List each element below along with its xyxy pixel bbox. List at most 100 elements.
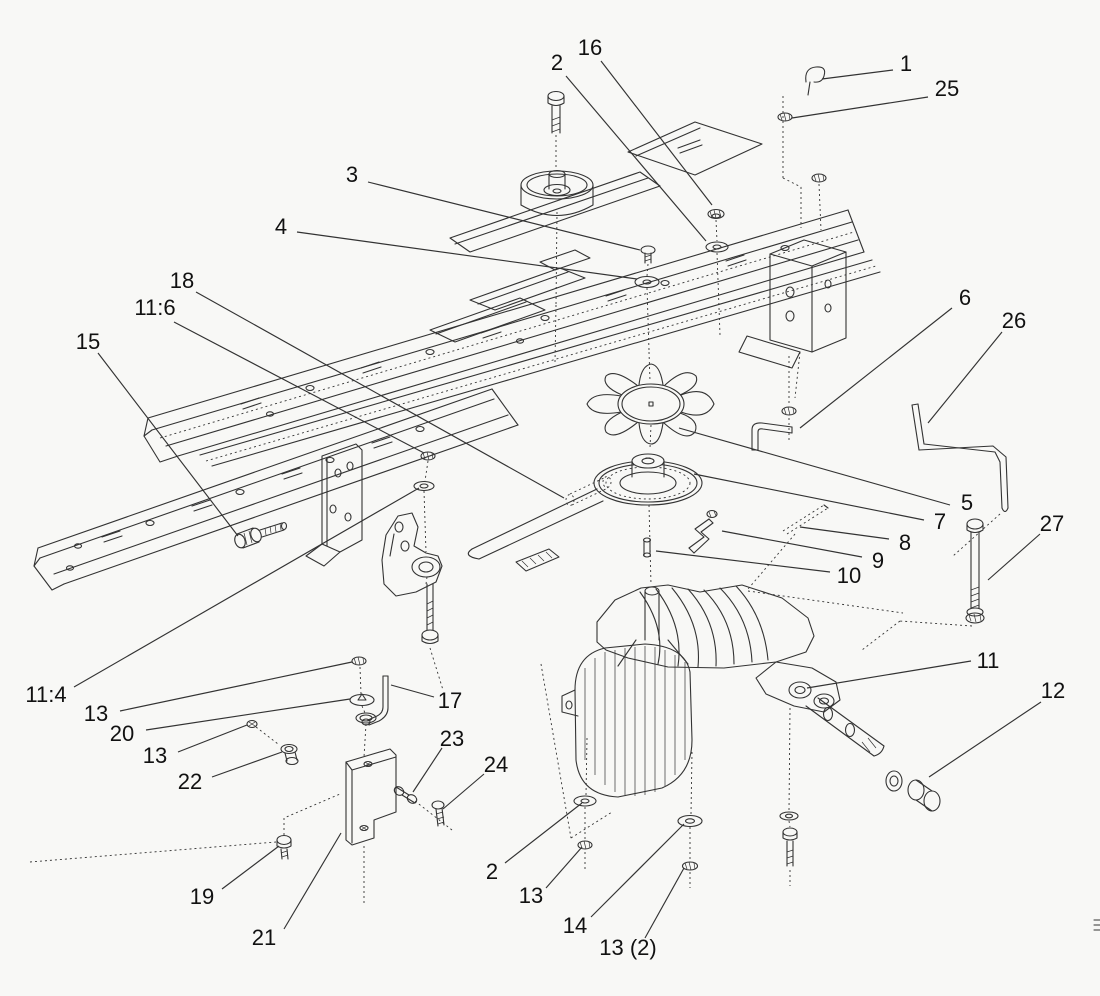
frame-rail-rear-slots	[65, 425, 425, 571]
callout-label-13-20: 13	[519, 883, 543, 908]
drive-belt	[467, 488, 604, 560]
callout-label-3-4: 3	[346, 162, 358, 187]
frame-rail-rear	[33, 388, 519, 591]
callout-leader-2-2	[565, 75, 707, 242]
idler-mount-bolt	[547, 90, 565, 168]
brake-rod-26	[911, 403, 1009, 557]
callout-leader-13-10	[119, 661, 353, 712]
callout-label-24-18: 24	[484, 752, 508, 777]
square-key-8	[747, 504, 904, 614]
callout-label-6-31: 6	[959, 285, 971, 310]
callout-label-21-15: 21	[252, 925, 276, 950]
callout-leader-24-18	[442, 773, 485, 810]
callout-leader-22-13	[211, 751, 283, 778]
callout-label-11:6-7: 11:6	[134, 295, 175, 320]
washer-2-bottom	[573, 795, 597, 807]
callout-label-9-26: 9	[872, 548, 884, 573]
callout-label-11-29: 11	[977, 648, 1000, 673]
transaxle	[561, 584, 885, 798]
flange-nut-16	[707, 208, 725, 220]
callout-leader-19-14	[221, 845, 280, 890]
axle-washer-12	[885, 770, 903, 792]
roll-pin-10	[642, 537, 652, 558]
frame-assembly	[33, 121, 881, 591]
keps-nut-13-bottom-left	[577, 840, 593, 850]
callout-label-132-22: 13 (2)	[599, 935, 656, 960]
pivot-bolt-11-5	[421, 576, 444, 691]
callout-leader-9-26	[721, 530, 863, 558]
callout-leader-3-4	[367, 181, 641, 251]
washer-2-top	[705, 219, 729, 336]
callout-leader-11-29	[806, 660, 972, 689]
callout-label-17-16: 17	[438, 688, 462, 713]
callout-label-23-17: 23	[440, 726, 464, 751]
callout-layer: 125216341811:61511:413201322192117232421…	[25, 35, 1065, 960]
push-nut-25	[777, 112, 793, 122]
keps-nut-13-bottom-mid	[681, 861, 699, 871]
cooling-fan	[586, 351, 715, 449]
keps-nut-hook	[781, 356, 797, 440]
callout-leader-10-27	[655, 550, 831, 573]
washer-4	[634, 263, 660, 351]
callout-label-1-0: 1	[900, 51, 912, 76]
input-shaft-18	[565, 476, 612, 506]
callout-leader-14-21	[590, 823, 685, 918]
callout-leader-21-15	[283, 832, 342, 930]
callout-leader-13-20	[545, 846, 583, 889]
callout-label-2-19: 2	[486, 859, 498, 884]
callout-label-10-27: 10	[837, 563, 861, 588]
callout-label-11:4-9: 11:4	[25, 682, 66, 707]
belt-guide-hook-6	[751, 422, 793, 451]
keps-nut-top-right	[811, 173, 827, 231]
shaft-key-bar	[515, 548, 560, 572]
screw-13-small	[246, 719, 279, 745]
idler-pulley	[520, 169, 594, 363]
bushing-22	[280, 743, 299, 766]
callout-label-26-32: 26	[1002, 308, 1026, 333]
keps-nut-13-upper	[351, 656, 367, 666]
callout-leader-5-23	[678, 427, 951, 506]
callout-leader-20-11	[145, 698, 351, 731]
carriage-bolt-27	[861, 518, 985, 651]
washer-14	[677, 814, 703, 828]
callout-label-14-21: 14	[563, 913, 587, 938]
frame-rail-front-slots	[240, 244, 790, 417]
callout-label-18-6: 18	[170, 268, 194, 293]
callout-leader-11:4-9	[73, 487, 420, 688]
callout-leader-12-30	[928, 701, 1042, 778]
callout-leader-27-28	[987, 533, 1041, 581]
callout-label-25-1: 25	[935, 76, 959, 101]
spacer-23	[393, 786, 453, 831]
callout-leader-17-16	[390, 684, 435, 698]
frame-bracket-box	[738, 239, 847, 399]
callout-label-13-10: 13	[84, 701, 108, 726]
callout-label-2-2: 2	[551, 50, 563, 75]
callout-leader-13-12	[177, 724, 248, 753]
washer-11-4	[413, 460, 435, 553]
callout-label-12-30: 12	[1041, 678, 1065, 703]
callout-label-7-24: 7	[934, 509, 946, 534]
callout-leader-23-17	[412, 747, 443, 793]
axle-cap-12	[907, 779, 941, 812]
guide-rod-17	[359, 666, 389, 758]
callout-label-27-28: 27	[1040, 511, 1064, 536]
callout-leader-132-22	[644, 867, 685, 939]
frame-crossmember	[429, 121, 763, 343]
screw-24	[431, 800, 445, 827]
callout-label-15-8: 15	[76, 329, 100, 354]
callout-leader-16-3	[600, 60, 713, 206]
callout-leader-1-0	[821, 69, 894, 80]
callout-leader-26-32	[927, 331, 1003, 424]
callout-label-4-5: 4	[275, 214, 287, 239]
callout-label-22-13: 22	[178, 769, 202, 794]
callout-label-8-25: 8	[899, 530, 911, 555]
callout-label-5-23: 5	[961, 490, 973, 515]
callout-label-16-3: 16	[578, 35, 602, 60]
callout-leader-8-25	[799, 526, 890, 540]
callout-leader-2-19	[504, 802, 583, 864]
bolt-19	[29, 793, 341, 863]
keps-nut-11-6	[420, 451, 436, 461]
transaxle-fins	[584, 646, 686, 796]
clipped-edge-mark	[1093, 919, 1100, 931]
